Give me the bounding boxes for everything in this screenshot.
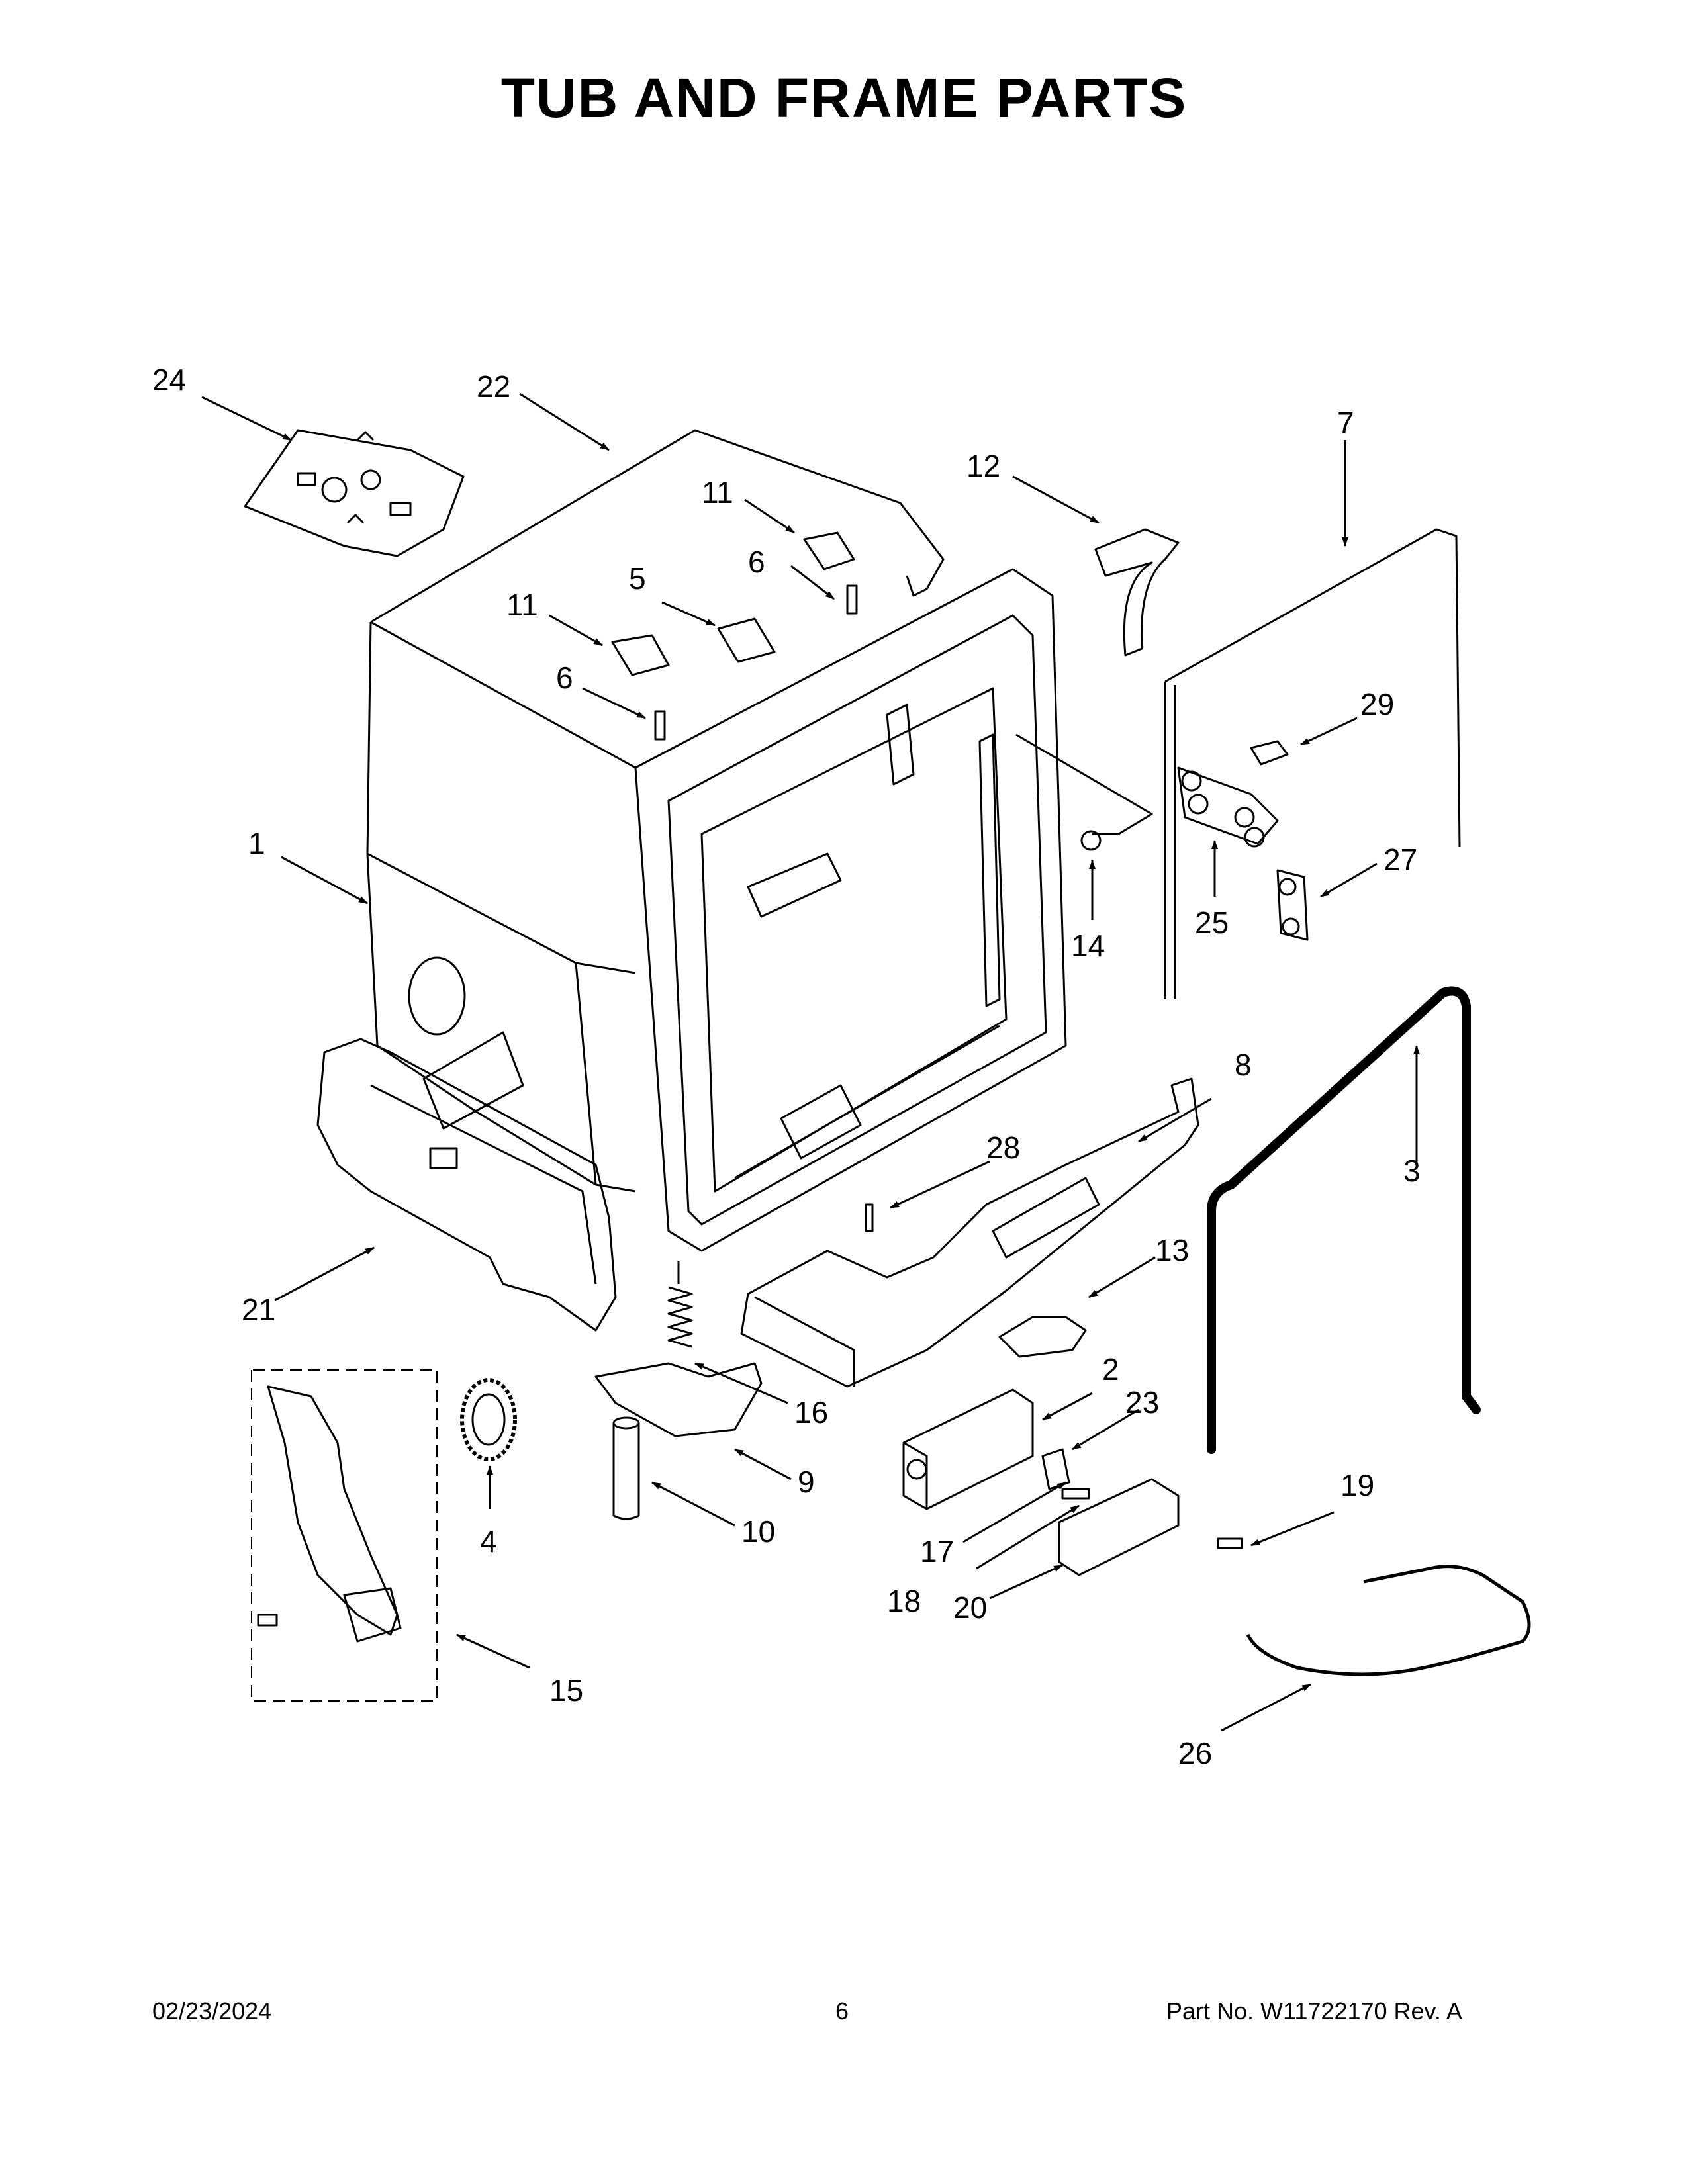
callout-19: 19 — [1340, 1468, 1374, 1502]
sump-bracket-part — [594, 1362, 763, 1437]
tub-frame-part — [634, 568, 1067, 1252]
callout-27: 27 — [1383, 842, 1417, 877]
callout-24: 24 — [152, 363, 186, 397]
hinge-bracket-lower — [611, 634, 670, 741]
callout-17: 17 — [920, 1534, 954, 1569]
callout-6-lower: 6 — [556, 660, 573, 695]
cover-part — [1058, 1478, 1180, 1576]
callout-20: 20 — [953, 1590, 987, 1625]
callout-22: 22 — [477, 369, 510, 404]
callout-14: 14 — [1071, 929, 1105, 963]
callout-15: 15 — [549, 1673, 583, 1707]
gear-part — [460, 1378, 517, 1461]
callout-28: 28 — [986, 1130, 1020, 1165]
callout-6-upper: 6 — [748, 545, 765, 579]
screw-part — [1217, 1537, 1243, 1549]
callout-10: 10 — [741, 1514, 775, 1549]
callout-2: 2 — [1102, 1352, 1119, 1387]
callout-12: 12 — [966, 449, 1000, 483]
callout-8: 8 — [1235, 1048, 1252, 1082]
spring-part — [667, 1261, 693, 1348]
callout-3: 3 — [1403, 1154, 1421, 1188]
vent-part — [1094, 528, 1180, 657]
base-part — [740, 1077, 1199, 1388]
callout-29: 29 — [1360, 687, 1394, 721]
footer-date: 02/23/2024 — [152, 1997, 272, 2025]
callout-13: 13 — [1155, 1233, 1189, 1267]
hinge-bracket-upper — [803, 531, 858, 615]
front-frame-part — [316, 1038, 617, 1332]
callout-11-lower: 11 — [506, 588, 538, 622]
tub-shell-part — [366, 429, 945, 1193]
wire-harness-part — [1246, 1565, 1531, 1676]
door-latch-panel-part — [251, 1369, 438, 1702]
callout-7: 7 — [1337, 406, 1354, 440]
door-gasket-part — [1207, 986, 1481, 1454]
callout-18: 18 — [887, 1584, 921, 1618]
screw-part — [865, 1203, 874, 1232]
door-gasket-panel-part — [1164, 528, 1461, 999]
footer-part-number: Part No. W11722170 Rev. A — [1166, 1997, 1462, 2025]
callout-16: 16 — [794, 1395, 828, 1430]
callout-25: 25 — [1195, 905, 1229, 940]
callout-26: 26 — [1178, 1736, 1212, 1770]
callout-21: 21 — [242, 1293, 275, 1327]
callout-23: 23 — [1125, 1385, 1159, 1420]
tube-part — [612, 1416, 640, 1520]
hardware-bag-part — [244, 429, 465, 557]
footer-page-number: 6 — [835, 1997, 849, 2025]
callout-4: 4 — [480, 1524, 497, 1559]
float-shield-part — [998, 1316, 1087, 1358]
page-title: TUB AND FRAME PARTS — [500, 67, 1188, 129]
callout-1: 1 — [248, 826, 265, 860]
tub-bracket-center — [717, 617, 776, 663]
wire-plug-part — [1015, 733, 1153, 851]
callout-11-upper: 11 — [702, 475, 733, 510]
rack-adjuster-parts — [1177, 740, 1309, 941]
callout-5: 5 — [629, 561, 646, 596]
screw-part — [1061, 1488, 1090, 1500]
callout-9: 9 — [798, 1465, 815, 1499]
switch-bracket-part — [902, 1388, 1070, 1510]
